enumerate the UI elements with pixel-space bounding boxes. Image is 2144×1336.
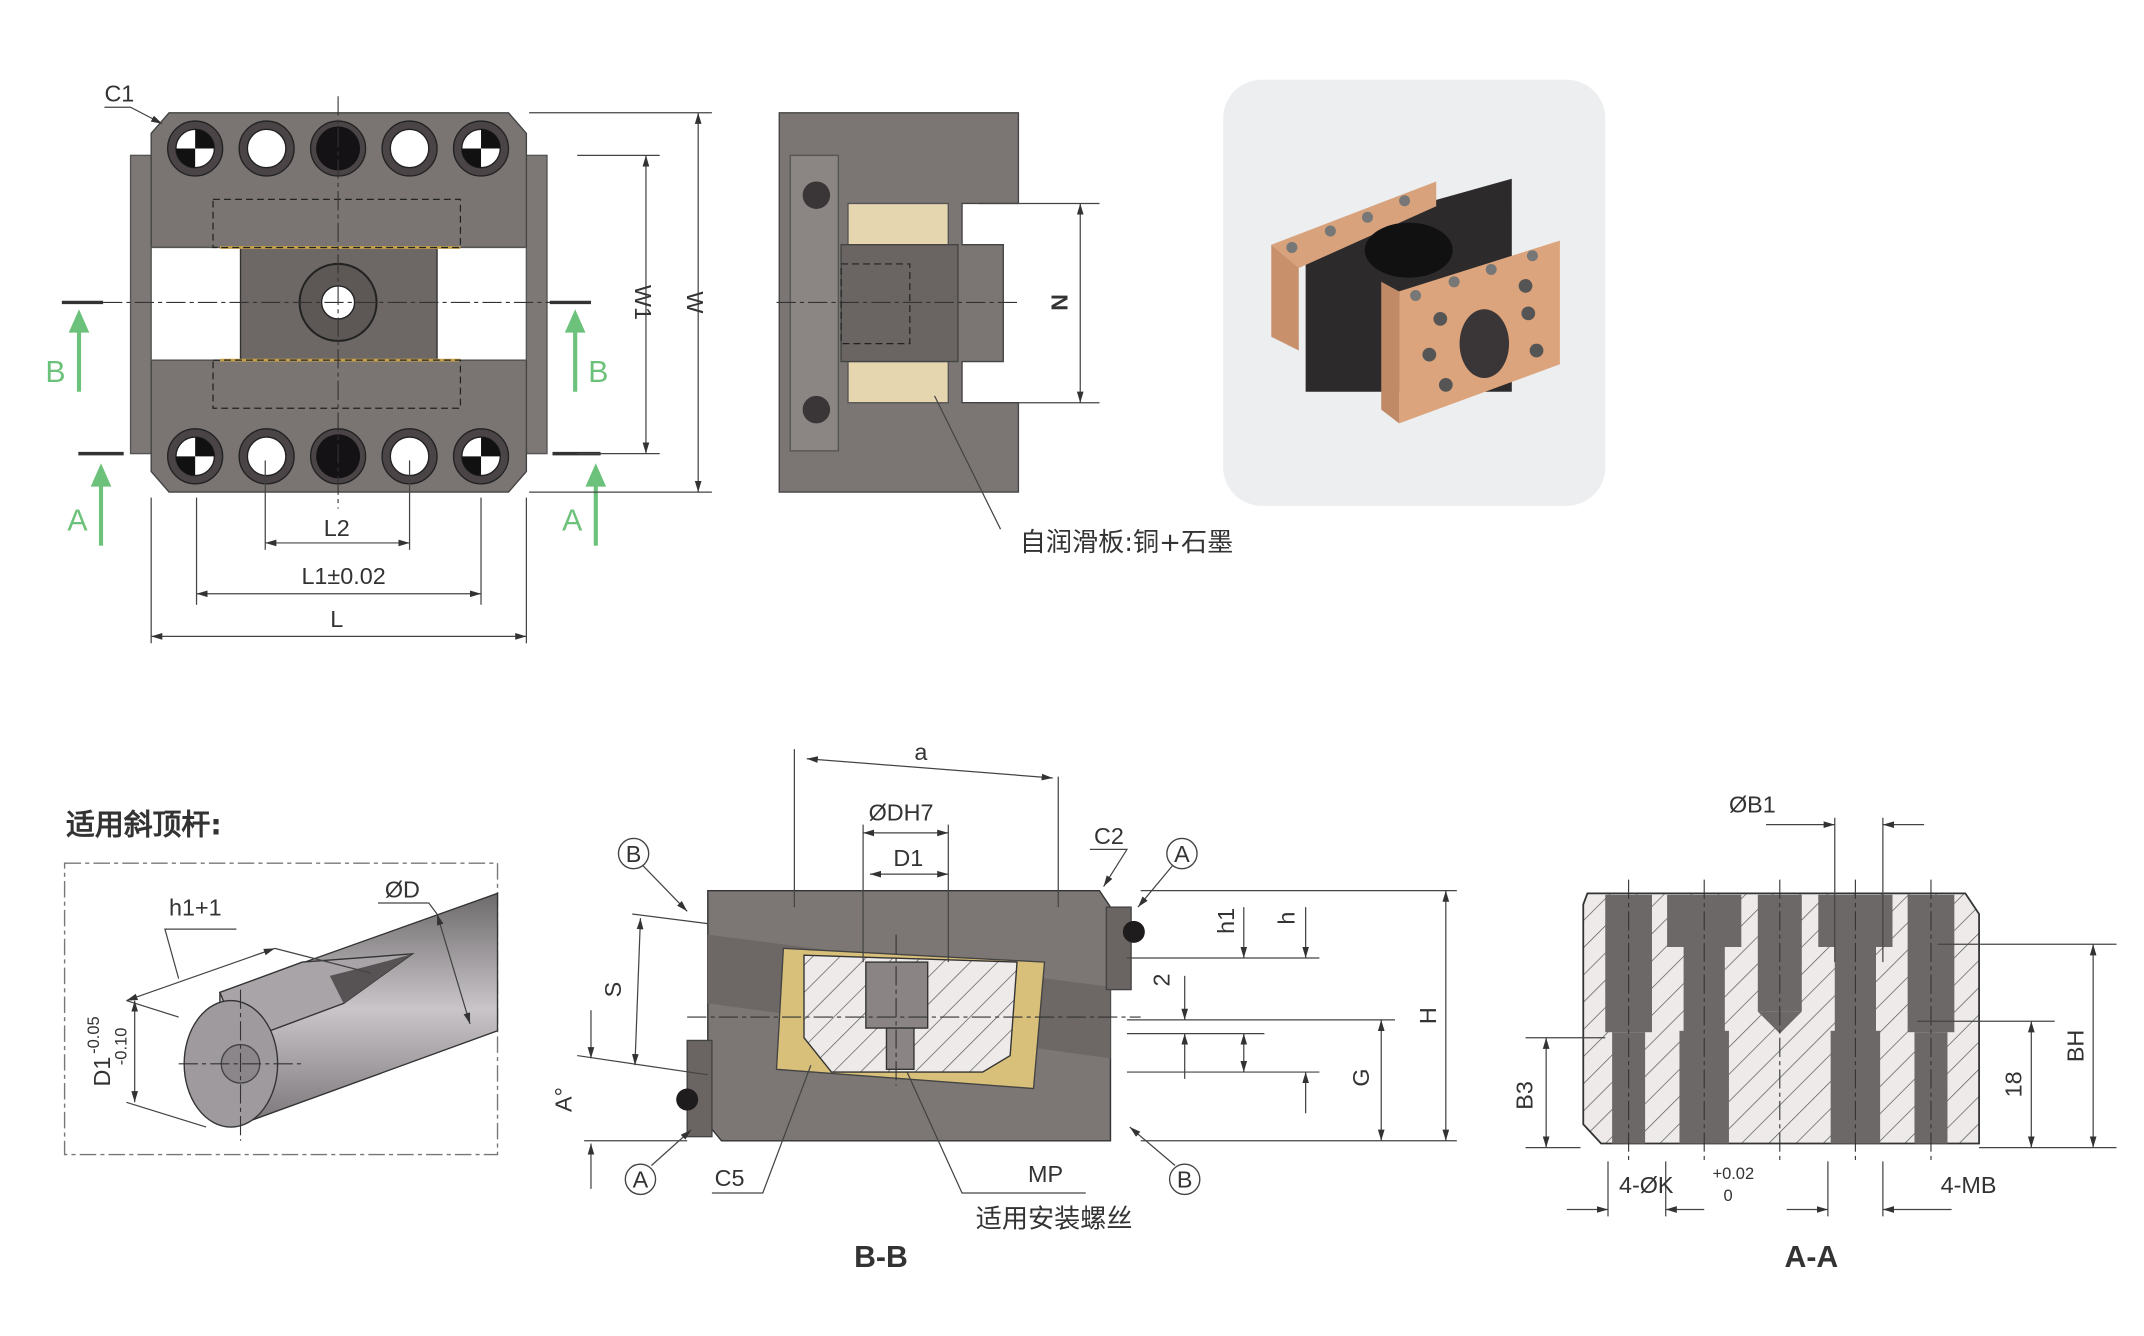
aa-bore-cap — [1907, 879, 1955, 1162]
screw-head-icon — [802, 181, 831, 209]
marker-b-top: B — [617, 837, 650, 870]
section-aa-title: A-A — [1785, 1241, 1839, 1274]
bore-hole-icon — [238, 428, 295, 485]
marker-b-bottom: B — [1168, 1163, 1201, 1196]
section-label-a-right: A — [562, 505, 583, 538]
dim-n: N — [1046, 294, 1072, 311]
dim-s: S — [600, 982, 626, 998]
section-arrow-a-left — [90, 463, 112, 546]
dim-od: ØD — [385, 877, 420, 903]
dim-h1-plus-1: h1+1 — [169, 894, 222, 920]
section-arrow-a-right — [585, 463, 607, 546]
chamfer-c1-label: C1 — [104, 81, 134, 107]
marker-a-top: A — [1166, 837, 1198, 870]
dim-d1-tol-lower: -0.10 — [112, 1028, 130, 1066]
dim-bb-h: h — [1274, 912, 1300, 925]
svg-text:B: B — [1177, 1167, 1193, 1193]
section-label-b-right: B — [588, 356, 608, 389]
product-photo — [1223, 79, 1606, 506]
marker-hole-icon — [452, 428, 510, 485]
dim-4-mb: 4-MB — [1941, 1172, 1997, 1198]
section-bb-title: B-B — [854, 1241, 908, 1274]
screw-head-icon — [802, 395, 831, 424]
dim-bb-d1: D1 — [893, 845, 923, 871]
aa-bore-step — [1818, 879, 1893, 1162]
dim-4-ok: 4-ØK — [1619, 1172, 1674, 1198]
section-label-a-left: A — [67, 505, 88, 538]
side-plate-left — [129, 154, 154, 455]
wear-plate-top — [847, 202, 949, 246]
dowel-hole-icon — [309, 120, 367, 177]
dim-mp: MP — [1028, 1161, 1063, 1187]
marker-a-bottom: A — [624, 1163, 657, 1196]
aa-bore-blind — [1757, 879, 1802, 1162]
svg-text:A: A — [633, 1167, 649, 1193]
mounting-screw-callout: 适用安装螺丝 — [976, 1204, 1133, 1234]
dim-w: W — [682, 291, 708, 313]
dim-l: L — [330, 606, 343, 632]
section-arrow-b-left — [68, 309, 90, 392]
k-tol-lower: 0 — [1723, 1187, 1732, 1205]
dim-b3: B3 — [1511, 1081, 1537, 1110]
dim-l2: L2 — [324, 515, 350, 541]
pin-title: 适用斜顶杆: — [66, 807, 222, 841]
dim-l1: L1±0.02 — [301, 563, 385, 589]
dim-18: 18 — [2001, 1071, 2027, 1097]
dim-bb-h1: h1 — [1213, 908, 1239, 934]
dim-bb-2: 2 — [1149, 973, 1175, 986]
section-arrow-b-right — [564, 309, 586, 392]
section-aa: ØB1 BH 18 B3 4-ØK +0.02 0 4-MB A-A — [1511, 791, 2117, 1274]
dim-angle: A° — [551, 1087, 577, 1112]
k-tol-upper: +0.02 — [1712, 1165, 1754, 1183]
aa-bore-cap — [1605, 879, 1652, 1162]
marker-hole-icon — [166, 428, 224, 485]
dim-bh: BH — [2063, 1030, 2089, 1062]
wear-plate-bottom — [847, 360, 949, 404]
bore-hole-icon — [238, 120, 295, 177]
side-plate-right — [524, 154, 548, 455]
dim-d1: D1-0.05 — [85, 1016, 115, 1086]
dim-c2: C2 — [1094, 823, 1124, 849]
svg-text:B: B — [626, 841, 642, 867]
aa-bore-step — [1667, 879, 1742, 1162]
bore-hole-icon — [381, 428, 438, 485]
side-view: N 自润滑板:铜+石墨 — [776, 112, 1233, 558]
marker-hole-icon — [166, 120, 224, 177]
dim-h-total: H — [1415, 1007, 1441, 1024]
bore-hole-icon — [381, 120, 438, 177]
dim-w1: W1 — [630, 285, 656, 320]
dim-ob1: ØB1 — [1729, 791, 1776, 817]
marker-hole-icon — [452, 120, 510, 177]
applicable-pin: 适用斜顶杆: D1-0.05 -0.10 h1+1 ØD — [63, 807, 499, 1156]
svg-text:A: A — [1174, 841, 1190, 867]
wear-plate-callout: 自润滑板:铜+石墨 — [1020, 528, 1233, 558]
dim-a: a — [914, 739, 927, 765]
dim-c5: C5 — [715, 1165, 745, 1191]
dim-g: G — [1348, 1068, 1374, 1086]
section-label-b-left: B — [45, 356, 65, 389]
dim-od-h7: ØDH7 — [869, 800, 934, 826]
top-view: B B A A C1 W1 W L2 L1±0.02 L — [45, 81, 712, 644]
section-bb: a ØDH7 D1 C2 B A A B S A° C5 MP 适用安装螺丝 B… — [551, 739, 1457, 1274]
